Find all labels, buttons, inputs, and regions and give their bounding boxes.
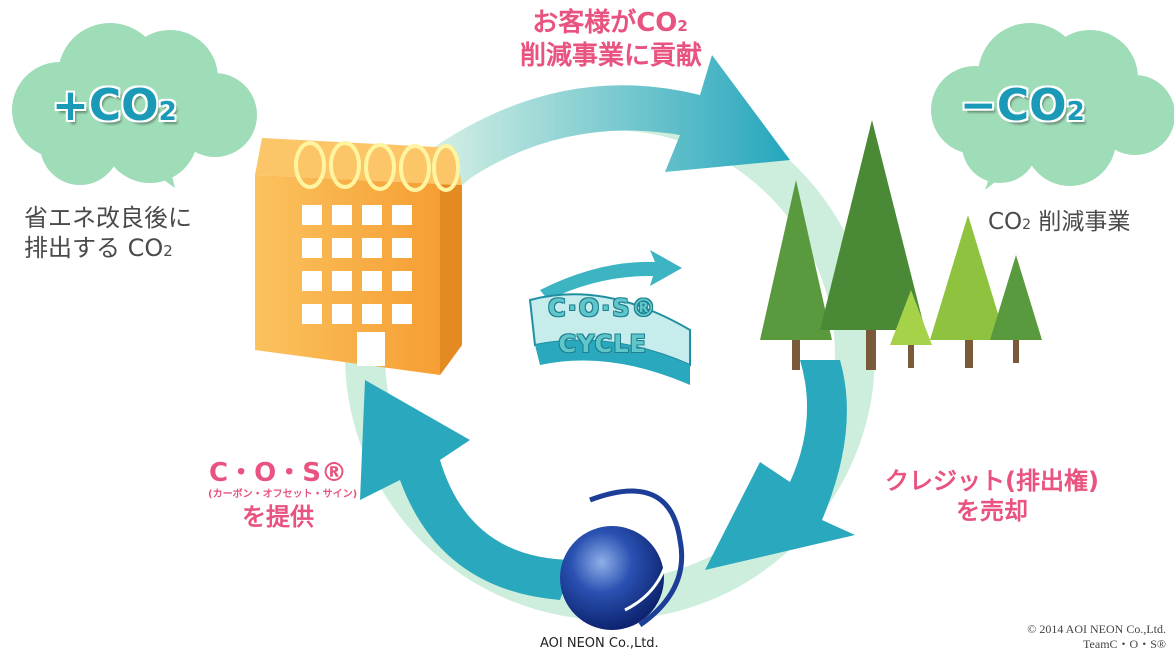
- building-icon: [255, 138, 462, 375]
- company-name: AOI NEON Co.,Ltd.: [540, 636, 659, 651]
- cloud-left-icon: [12, 23, 257, 188]
- arrow-top-icon: [430, 55, 790, 185]
- cloud-right-icon: [931, 23, 1174, 190]
- tree-group-icon: [760, 120, 1042, 370]
- reduction-project-description: CO2 削減事業: [988, 209, 1131, 235]
- minus-co2-label: −CO2: [960, 80, 1085, 131]
- copyright: © 2014 AOI NEON Co.,Ltd. TeamC・O・S®: [1027, 622, 1166, 651]
- customer-contribution-label: お客様がCO2 削減事業に貢献: [520, 8, 703, 71]
- cos-provide-label: C・O・S® (カーボン・オフセット・サイン) を提供: [208, 458, 358, 531]
- arrow-left-icon: [360, 380, 575, 600]
- globe-logo-icon: [560, 488, 685, 630]
- arrow-right-icon: [705, 360, 855, 570]
- emission-description: 省エネ改良後に 排出する CO2: [24, 204, 192, 262]
- credit-sale-label: クレジット(排出権) を売却: [885, 467, 1099, 525]
- plus-co2-label: +CO2: [52, 80, 177, 131]
- cos-cycle-logo-text: C·O·S® CYCLE: [548, 294, 658, 358]
- cycle-logo-icon: [528, 250, 691, 385]
